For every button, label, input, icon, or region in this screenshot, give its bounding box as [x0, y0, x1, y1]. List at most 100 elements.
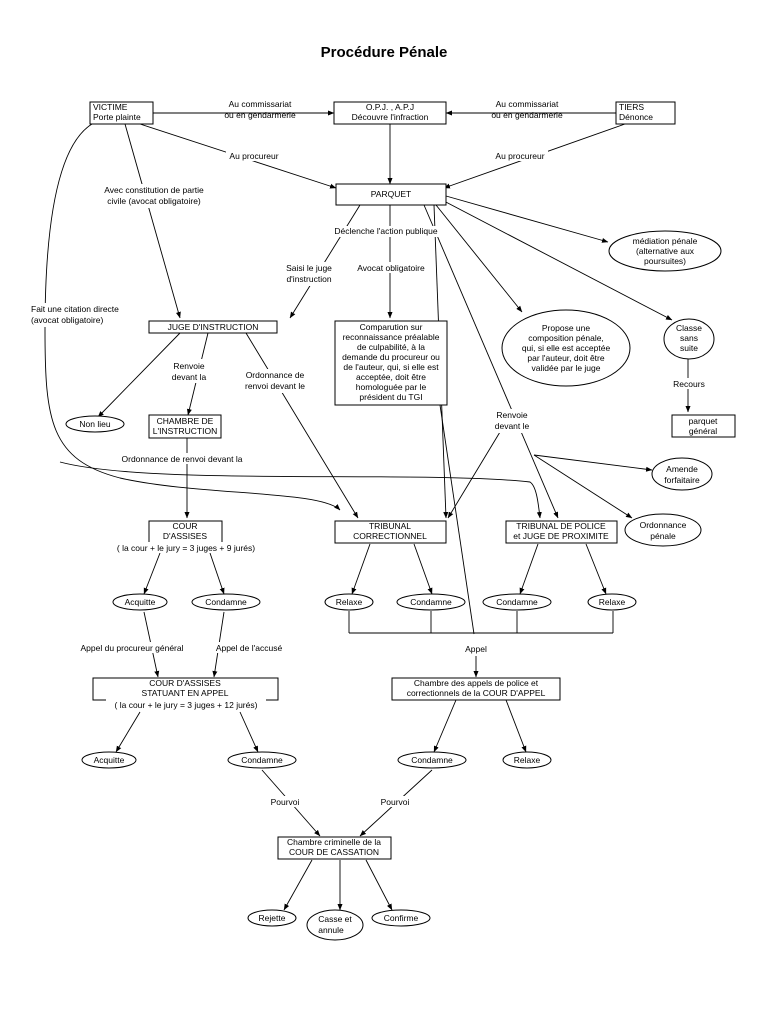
arrow-correctionnel-condamne [413, 543, 433, 595]
classe-line-2: sans [680, 333, 698, 343]
box-cassation-line-2: COUR DE CASSATION [289, 847, 379, 857]
ellipse-non-lieu: Non lieu [65, 415, 125, 433]
arrow-citation-tribunal-police [59, 461, 542, 519]
box-chambre-line-2: L'INSTRUCTION [153, 426, 217, 436]
arrow-juge-non-lieu [97, 332, 181, 418]
box-assises-appel-line-2: STATUANT EN APPEL [142, 688, 229, 698]
label-constitution-line-1: Avec constitution de partie [104, 185, 204, 195]
edge-labels: Au commissariat ou en gendarmerie Au com… [28, 99, 708, 807]
box-correctionnel-line-2: CORRECTIONNEL [353, 531, 427, 541]
confirme-label: Confirme [384, 913, 419, 923]
label-citation-line-2: (avocat obligatoire) [31, 315, 103, 325]
mediation-line-2: (alternative aux [636, 246, 695, 256]
label-bg-assises-composition [108, 542, 264, 553]
label-recours: Recours [673, 379, 705, 389]
classe-line-1: Classe [676, 323, 702, 333]
label-ordonnance-le-line-1: Ordonnance de [246, 370, 305, 380]
page-title: Procédure Pénale [320, 44, 448, 61]
label-renvoie-le-line-1: Renvoie [496, 410, 527, 420]
label-ordonnance-le-line-2: renvoi devant le [245, 381, 305, 391]
box-parquet-general: parquet général [671, 414, 736, 438]
box-chambre-appels: Chambre des appels de police et correcti… [391, 677, 561, 701]
box-cour-assises-appel: COUR D'ASSISES STATUANT EN APPEL [92, 677, 279, 701]
casse-line-2: annule [318, 925, 344, 935]
ellipse-acquitte-1: Acquitte [112, 593, 168, 611]
box-victime: VICTIME Porte plainte [89, 101, 154, 125]
box-juge-instruction: JUGE D'INSTRUCTION [148, 320, 278, 334]
label-renvoie-la-line-2: devant la [172, 372, 207, 382]
box-comparution-line-4: demande du procureur ou [342, 352, 440, 362]
box-parquet-general-line-2: général [689, 426, 717, 436]
box-comparution: Comparution sur reconnaissance préalable… [334, 320, 448, 406]
label-bg-procureur-2 [492, 150, 548, 161]
label-bg-avocat [352, 262, 430, 273]
box-opj-line-2: Découvre l'infraction [352, 112, 429, 122]
label-bg-recours [670, 378, 708, 389]
label-bg-procureur-1 [226, 150, 282, 161]
label-au-commissariat-2-line-1: Au commissariat [496, 99, 559, 109]
box-comparution-line-5: de l'auteur, qui, si elle est [343, 362, 439, 372]
ellipse-condamne-5: Condamne [397, 751, 467, 769]
label-appel: Appel [465, 644, 487, 654]
box-parquet-line-1: PARQUET [371, 189, 411, 199]
arrow-assises-acquitte [143, 552, 161, 595]
box-police-line-2: et JUGE DE PROXIMITE [513, 531, 609, 541]
classe-line-3: suite [680, 343, 698, 353]
arrow-parquet-classe [441, 199, 673, 321]
label-au-procureur-2: Au procureur [495, 151, 544, 161]
label-au-commissariat-1-line-1: Au commissariat [229, 99, 292, 109]
arrow-juge-correctionnel [245, 332, 359, 519]
box-comparution-line-8: président du TGI [359, 392, 422, 402]
label-renvoie-le-line-2: devant le [495, 421, 530, 431]
ellipse-mediation: médiation pénale (alternative aux poursu… [608, 230, 722, 272]
label-bg-citation [28, 303, 128, 327]
ellipse-condamne-1: Condamne [191, 593, 261, 611]
arrow-ordonnance-penale [533, 454, 633, 519]
box-victime-line-1: VICTIME [93, 102, 128, 112]
ellipse-ordonnance-penale: Ordonnance pénale [624, 513, 702, 547]
label-bg-appel-procureur [74, 642, 190, 653]
condamne-3-label: Condamne [496, 597, 538, 607]
arrow-victime-juge [124, 123, 181, 319]
label-assises-appel-composition: ( la cour + le jury = 3 juges + 12 jurés… [115, 700, 258, 710]
label-bg-pourvoi-1 [268, 796, 302, 807]
ellipse-casse: Casse et annule [306, 909, 364, 941]
box-assises-appel-line-1: COUR D'ASSISES [149, 678, 221, 688]
ellipse-confirme: Confirme [371, 909, 431, 927]
label-bg-assises-appel-composition [106, 699, 266, 710]
label-au-procureur-1: Au procureur [229, 151, 278, 161]
mediation-line-3: poursuites) [644, 256, 686, 266]
line-comparution-appel [439, 404, 475, 635]
box-juge-line-1: JUGE D'INSTRUCTION [168, 322, 259, 332]
ellipse-acquitte-2: Acquitte [81, 751, 137, 769]
label-avocat-obligatoire: Avocat obligatoire [357, 263, 425, 273]
arrow-parquet-tribunal-police [423, 204, 559, 519]
box-police-line-1: TRIBUNAL DE POLICE [516, 521, 606, 531]
box-tribunal-correctionnel: TRIBUNAL CORRECTIONNEL [334, 520, 447, 544]
label-bg-saisi [283, 262, 333, 286]
box-tiers-line-1: TIERS [619, 102, 644, 112]
ellipse-relaxe-2: Relaxe [587, 593, 637, 611]
ellipse-condamne-3: Condamne [482, 593, 552, 611]
box-tiers-line-2: Dénonce [619, 112, 653, 122]
box-comparution-line-6: acceptée, doit être [356, 372, 426, 382]
acquitte-2-label: Acquitte [94, 755, 125, 765]
label-au-commissariat-2-line-2: ou en gendarmerie [491, 110, 563, 120]
relaxe-1-label: Relaxe [336, 597, 363, 607]
condamne-1-label: Condamne [205, 597, 247, 607]
arrow-correctionnel-relaxe [351, 543, 371, 595]
condamne-4-label: Condamne [241, 755, 283, 765]
amende-line-2: forfaitaire [664, 475, 700, 485]
label-constitution-line-2: civile (avocat obligatoire) [107, 196, 201, 206]
arrow-police-relaxe [585, 543, 607, 595]
ellipse-condamne-2: Condamne [396, 593, 466, 611]
label-appel-accuse: Appel de l'accusé [216, 643, 283, 653]
arrow-police-condamne [519, 543, 539, 595]
label-bg-appel [462, 643, 490, 654]
relaxe-3-label: Relaxe [514, 755, 541, 765]
label-ordonnance-la: Ordonnance de renvoi devant la [122, 454, 243, 464]
label-bg-renvoie-le [488, 409, 536, 433]
composition-line-3: qui, si elle est acceptée [522, 343, 611, 353]
label-declenche: Déclenche l'action publique [334, 226, 437, 236]
arrow-assises-appel-condamne [239, 711, 259, 753]
